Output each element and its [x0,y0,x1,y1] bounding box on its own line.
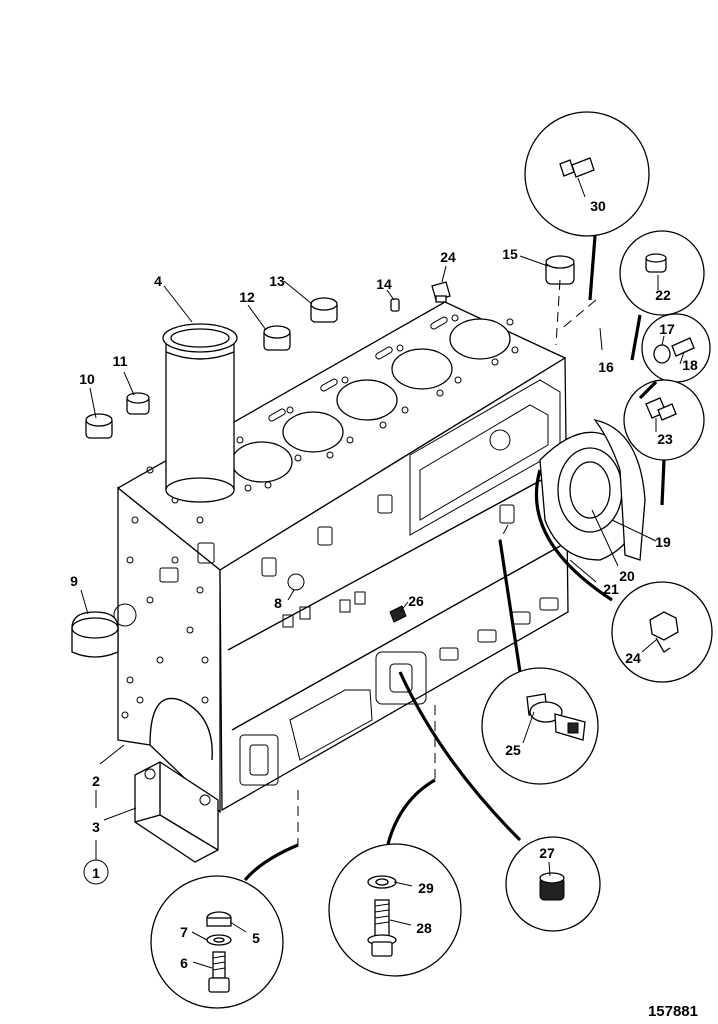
label-25: 25 [505,742,521,758]
label-13: 13 [269,273,285,289]
label-9: 9 [70,573,78,589]
label-8: 8 [274,595,282,611]
label-22: 22 [655,287,671,303]
label-26: 26 [408,593,424,609]
connector-lines [243,235,666,882]
detail-circle-17-18 [641,313,711,383]
label-6: 6 [180,955,188,971]
thrust-washer [71,611,119,658]
label-24-top: 24 [440,249,456,265]
detail-circle-22 [619,230,705,316]
cylinder-bore [336,379,398,421]
label-29: 29 [418,880,434,896]
plug-15 [545,255,575,285]
dowel-14 [390,298,400,312]
label-4: 4 [154,273,162,289]
detail-circle-24-bolt [611,581,713,683]
plug-24-top [431,281,451,303]
expansion-plugs [85,255,575,439]
label-11: 11 [113,353,128,369]
figure-reference-number: 157881 [648,1003,698,1020]
plug-13 [310,297,338,323]
label-1: 1 [92,865,100,881]
label-27: 27 [539,845,555,861]
cylinder-liner [162,323,238,503]
cylinder-bore [282,411,344,453]
label-15: 15 [502,246,518,262]
detail-circle-25-sender [481,667,599,785]
label-28: 28 [416,920,432,936]
detail-circle-5-6-7 [150,875,284,1009]
plug-11 [126,392,150,415]
label-12: 12 [239,289,255,305]
label-16: 16 [598,359,614,375]
label-20: 20 [619,568,635,584]
detail-circle-23 [623,379,705,461]
cylinder-bore [231,441,293,483]
detail-circle-30 [524,111,650,237]
label-17: 17 [659,321,675,337]
label-10: 10 [79,371,95,387]
label-18: 18 [682,357,698,373]
leader-lines [80,177,685,969]
cylinder-bore [449,318,511,360]
label-30: 30 [590,198,606,214]
label-21: 21 [603,581,619,597]
detail-circle-28-29 [328,843,462,977]
label-7: 7 [180,924,188,940]
label-5: 5 [252,930,260,946]
detail-circle-27 [505,836,601,932]
locator-lines [297,279,597,845]
main-bearing-cap [134,761,219,863]
plug-12 [263,325,291,351]
label-2: 2 [92,773,100,789]
callout-circle-1 [83,859,109,885]
label-23: 23 [657,431,673,447]
cylinder-bore [391,348,453,390]
label-3: 3 [92,819,100,835]
label-24-detail: 24 [625,650,641,666]
part-labels: 1 2 3 4 5 6 7 8 9 10 11 12 13 14 15 16 1… [70,198,698,1020]
plug-10 [85,413,113,439]
label-19: 19 [655,534,671,550]
label-14: 14 [376,276,392,292]
cylinder-block [113,301,646,814]
